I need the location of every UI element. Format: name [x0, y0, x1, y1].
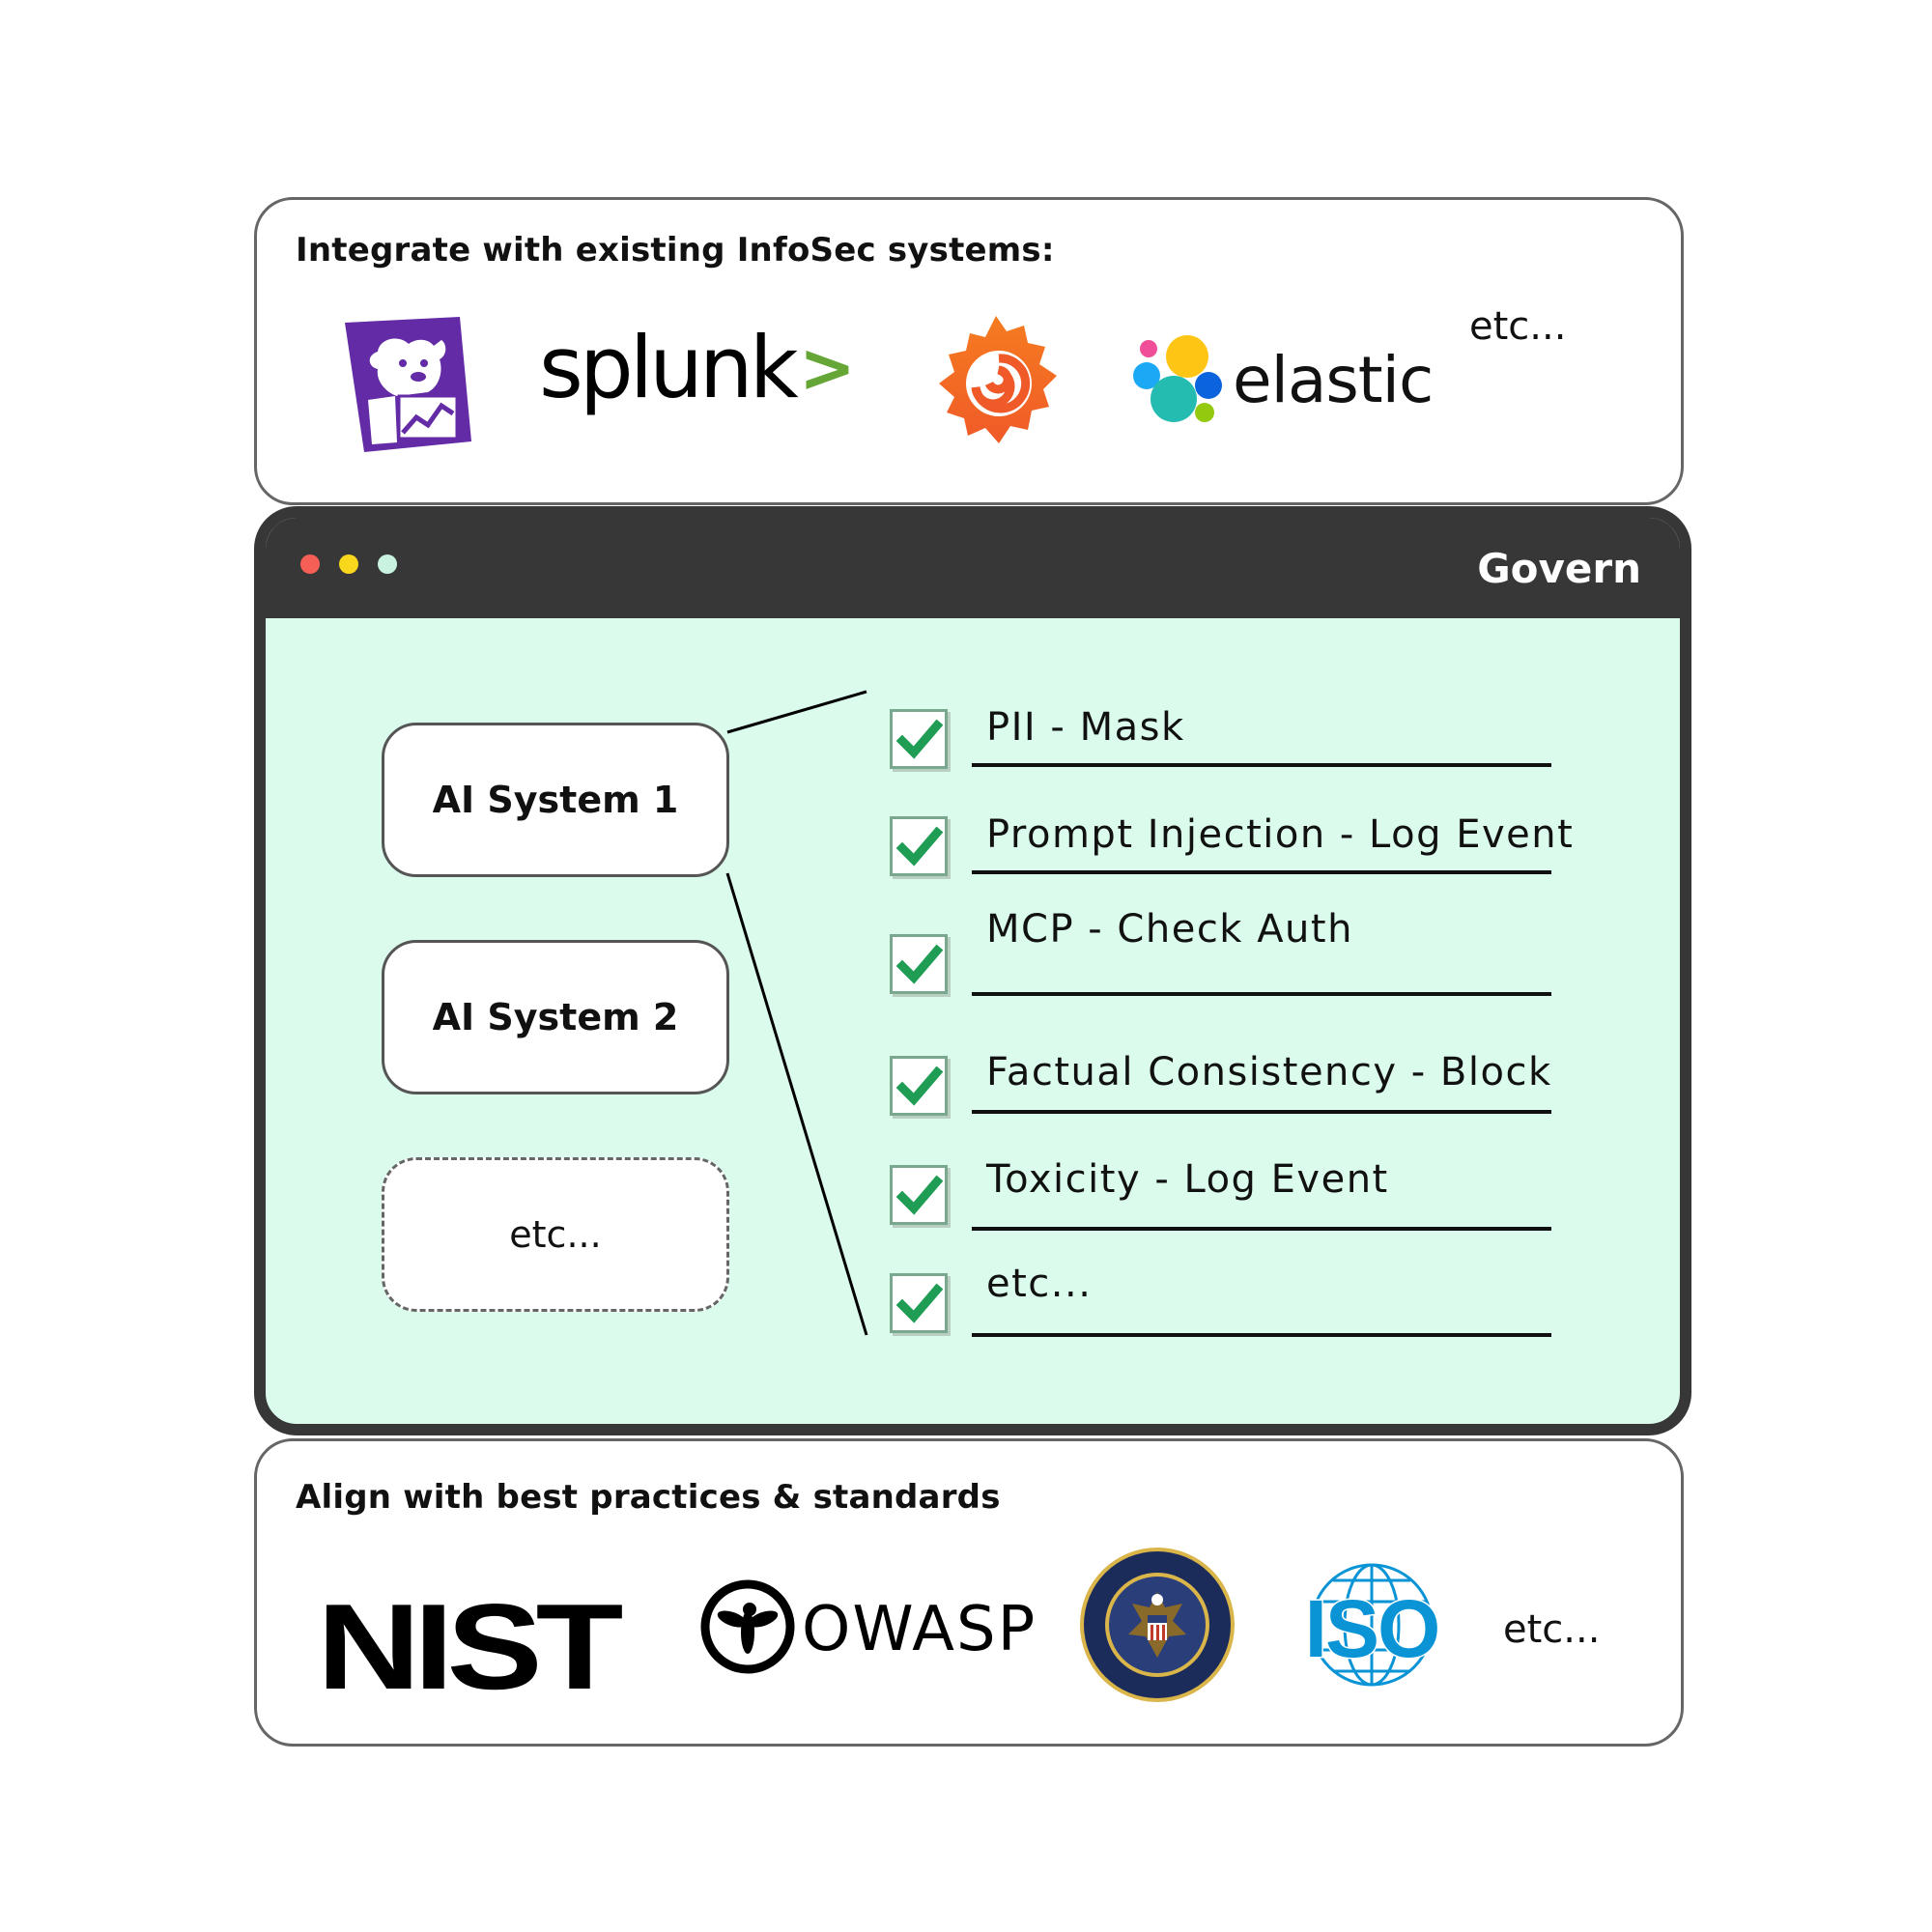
policy-item[interactable]: etc... [890, 1262, 1566, 1350]
checkmark-icon [895, 1283, 944, 1323]
standards-title: Align with best practices & standards [296, 1478, 1001, 1517]
policy-item[interactable]: MCP - Check Auth [890, 907, 1566, 1011]
policy-label: Toxicity - Log Event [986, 1157, 1389, 1202]
govern-window: Govern AI System 1 AI System 2 etc... PI… [254, 506, 1691, 1435]
policy-checkbox[interactable] [890, 1056, 948, 1116]
ai-system-etc-box[interactable]: etc... [382, 1157, 729, 1312]
policy-item[interactable]: Toxicity - Log Event [890, 1157, 1566, 1242]
grafana-logo-icon [923, 308, 1068, 458]
splunk-logo: splunk > [539, 326, 856, 411]
checkmark-icon [895, 719, 944, 759]
nist-wordmark: NIST [317, 1578, 623, 1715]
window-minimize-dot[interactable] [339, 554, 358, 574]
integrations-etc: etc... [1469, 304, 1567, 349]
policy-checkbox[interactable] [890, 816, 948, 876]
iso-globe-icon: ISO [1294, 1557, 1449, 1692]
elastic-wordmark: elastic [1233, 343, 1434, 417]
policy-checkbox[interactable] [890, 709, 948, 769]
elastic-cluster-icon [1133, 335, 1222, 422]
window-close-dot[interactable] [300, 554, 320, 574]
checkmark-icon [895, 826, 944, 867]
datadog-logo-icon [339, 311, 484, 461]
policy-label: PII - Mask [986, 705, 1185, 750]
policy-underline [972, 870, 1551, 874]
iso-wordmark: ISO [1303, 1582, 1442, 1676]
policy-underline [972, 763, 1551, 767]
system-policy-connectors [725, 690, 868, 1336]
connector-line-top [726, 690, 867, 734]
policy-item[interactable]: Factual Consistency - Block [890, 1050, 1566, 1133]
policy-underline [972, 992, 1551, 996]
eop-seal-icon [1078, 1546, 1236, 1709]
owasp-wordmark: OWASP [802, 1594, 1037, 1665]
checkmark-icon [895, 1065, 944, 1106]
ai-system-1-box[interactable]: AI System 1 [382, 723, 729, 877]
splunk-chevron-icon: > [799, 328, 856, 408]
policy-item[interactable]: Prompt Injection - Log Event [890, 812, 1573, 894]
window-title: Govern [1477, 545, 1641, 592]
window-title-bar: Govern [266, 518, 1680, 618]
standards-panel: Align with best practices & standards NI… [254, 1438, 1684, 1747]
integrations-title: Integrate with existing InfoSec systems: [296, 231, 1055, 270]
nist-logo: NIST [317, 1586, 623, 1708]
policy-underline [972, 1333, 1551, 1337]
owasp-logo: OWASP [699, 1578, 1035, 1685]
policy-checkbox[interactable] [890, 934, 948, 994]
policy-label: Factual Consistency - Block [986, 1050, 1552, 1094]
policy-item[interactable]: PII - Mask [890, 705, 1566, 786]
standards-etc: etc... [1503, 1607, 1601, 1652]
policy-label: etc... [986, 1262, 1093, 1306]
ai-system-2-box[interactable]: AI System 2 [382, 940, 729, 1094]
elastic-logo: elastic [1131, 335, 1434, 432]
policy-checkbox[interactable] [890, 1273, 948, 1333]
window-maximize-dot[interactable] [378, 554, 397, 574]
policy-underline [972, 1227, 1551, 1231]
checkmark-icon [895, 1175, 944, 1215]
policy-label: MCP - Check Auth [986, 907, 1353, 952]
integrations-panel: Integrate with existing InfoSec systems:… [254, 197, 1684, 505]
policy-label: Prompt Injection - Log Event [986, 812, 1575, 857]
connector-line-bottom [725, 872, 868, 1336]
checkmark-icon [895, 944, 944, 984]
policy-checkbox[interactable] [890, 1165, 948, 1225]
owasp-wasp-icon [700, 1579, 795, 1674]
splunk-wordmark: splunk [539, 318, 799, 417]
policy-underline [972, 1110, 1551, 1114]
